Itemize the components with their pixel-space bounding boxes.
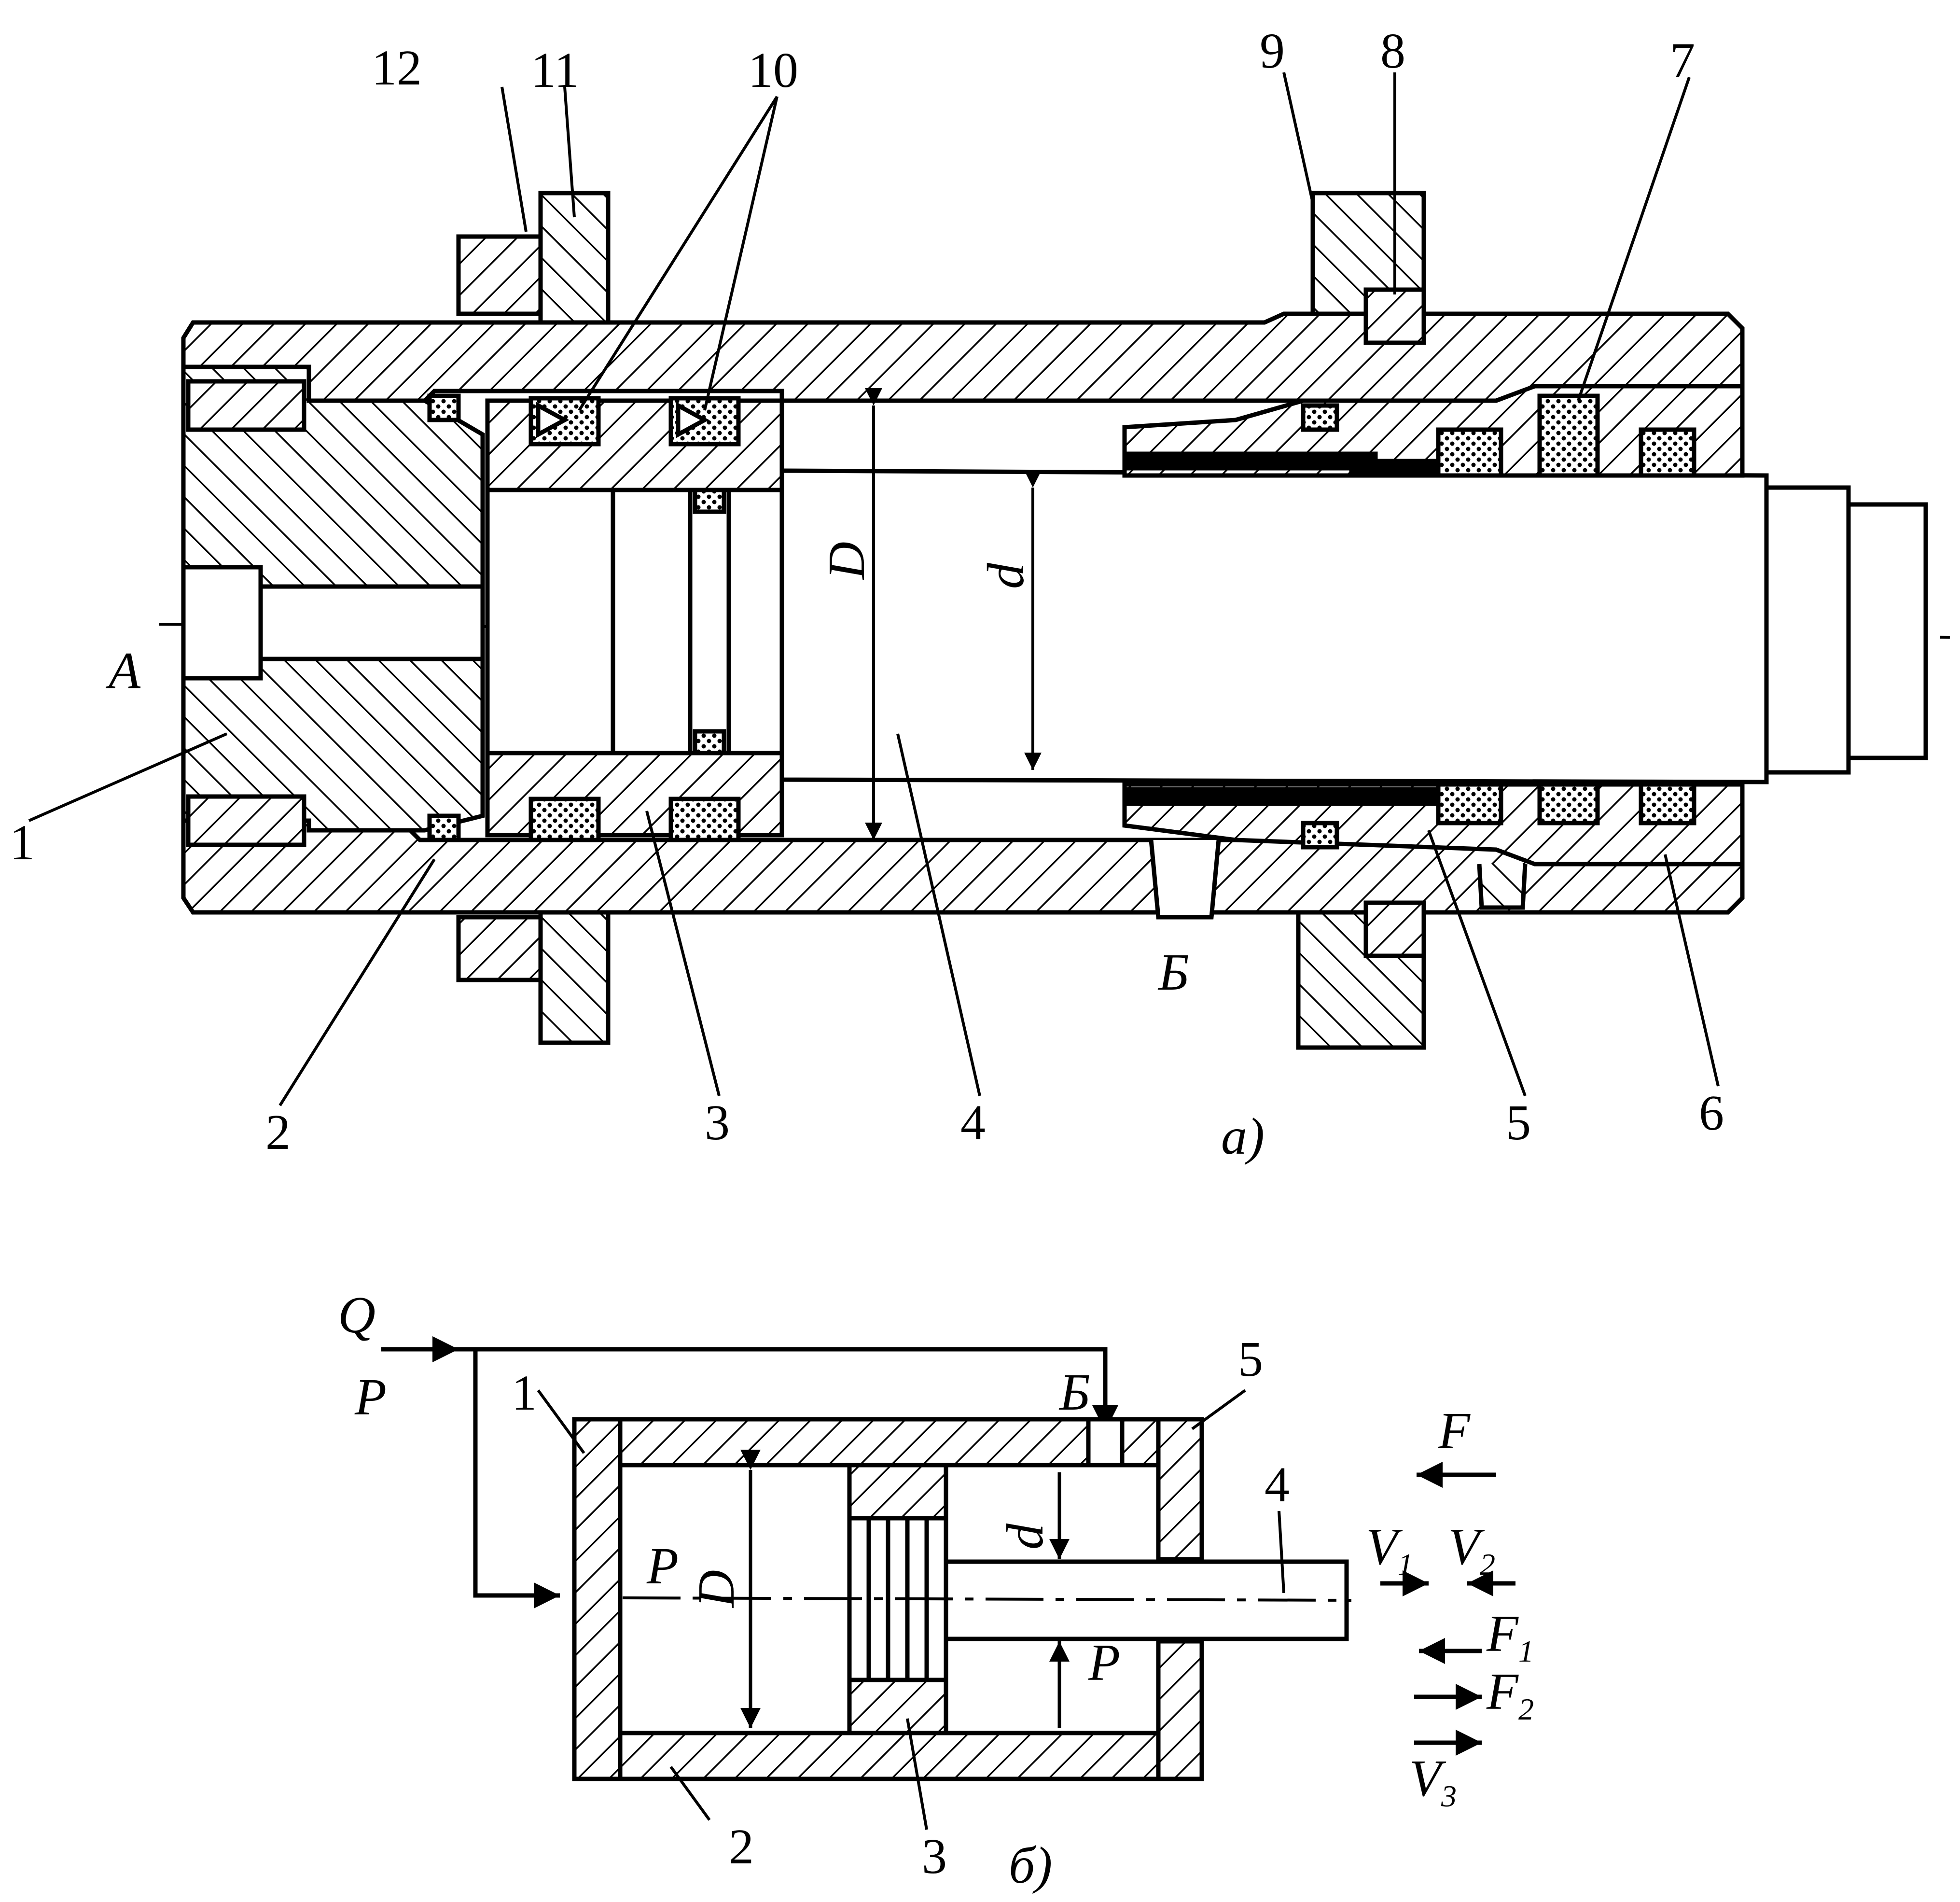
label-a-1: 1 [10, 815, 35, 870]
nut-12 [456, 234, 543, 316]
label-b-3: 3 [922, 1829, 947, 1884]
label-flow-Q: Q [338, 1287, 375, 1344]
barrel-top-wall [181, 311, 1745, 403]
label-dim-d-b: d [997, 1523, 1054, 1550]
gland-b-bottom [1156, 1639, 1204, 1781]
label-a-6: 6 [1699, 1085, 1724, 1141]
label-dim-d: d [977, 562, 1035, 589]
label-V2: V2 [1448, 1518, 1495, 1581]
port-a-bore [181, 565, 263, 681]
label-a-10: 10 [748, 42, 798, 98]
label-a-2: 2 [265, 1105, 291, 1160]
supply-line [459, 1347, 1108, 1400]
label-a-4: 4 [960, 1095, 986, 1150]
label-a-11: 11 [531, 42, 579, 98]
label-F1: F1 [1486, 1605, 1534, 1668]
label-V3: V3 [1409, 1750, 1457, 1813]
label-a-7: 7 [1670, 33, 1695, 88]
label-V1: V1 [1366, 1518, 1413, 1581]
figure-a-labels: 12 11 10 9 8 7 1 2 3 4 5 6 A Б D d а) [10, 23, 1724, 1165]
label-b-5: 5 [1238, 1331, 1263, 1387]
label-b-2: 2 [729, 1819, 754, 1874]
caption-b: б) [1009, 1837, 1052, 1894]
label-port-b: Б [1157, 944, 1189, 1001]
label-a-9: 9 [1260, 23, 1285, 79]
label-a-8: 8 [1380, 23, 1405, 79]
supply-branch-a [473, 1349, 560, 1608]
label-pressure-piston: P [646, 1538, 679, 1595]
label-dim-D: D [818, 542, 876, 580]
figure-b-labels: Q P 1 Б 5 4 2 3 P P D d F V1 V2 F1 F2 V3… [338, 1287, 1534, 1894]
figure-b-schematic [381, 1336, 1515, 1830]
piston-rod [779, 468, 1928, 784]
cylinder-barrel-bottom [572, 1731, 1204, 1781]
figure-a-section-view [28, 72, 1950, 1106]
label-b-1: 1 [512, 1365, 537, 1421]
label-b-4: 4 [1265, 1457, 1290, 1512]
label-pressure-rod: P [1088, 1634, 1120, 1692]
label-b-port: Б [1058, 1364, 1090, 1421]
label-a-12: 12 [372, 40, 422, 96]
label-port-a: A [106, 642, 141, 699]
caption-a: а) [1221, 1108, 1265, 1165]
label-a-5: 5 [1506, 1095, 1531, 1150]
end-cap-b [572, 1417, 623, 1781]
label-pressure-in: P [354, 1369, 387, 1426]
label-F: F [1438, 1402, 1471, 1460]
label-F2: F2 [1486, 1663, 1534, 1726]
key-8 [1363, 287, 1426, 345]
port-a-channel [258, 584, 485, 661]
label-a-3: 3 [705, 1095, 730, 1150]
port-b [1149, 839, 1221, 920]
label-dim-D-b: D [688, 1570, 745, 1608]
gland-b-top [1156, 1417, 1204, 1562]
